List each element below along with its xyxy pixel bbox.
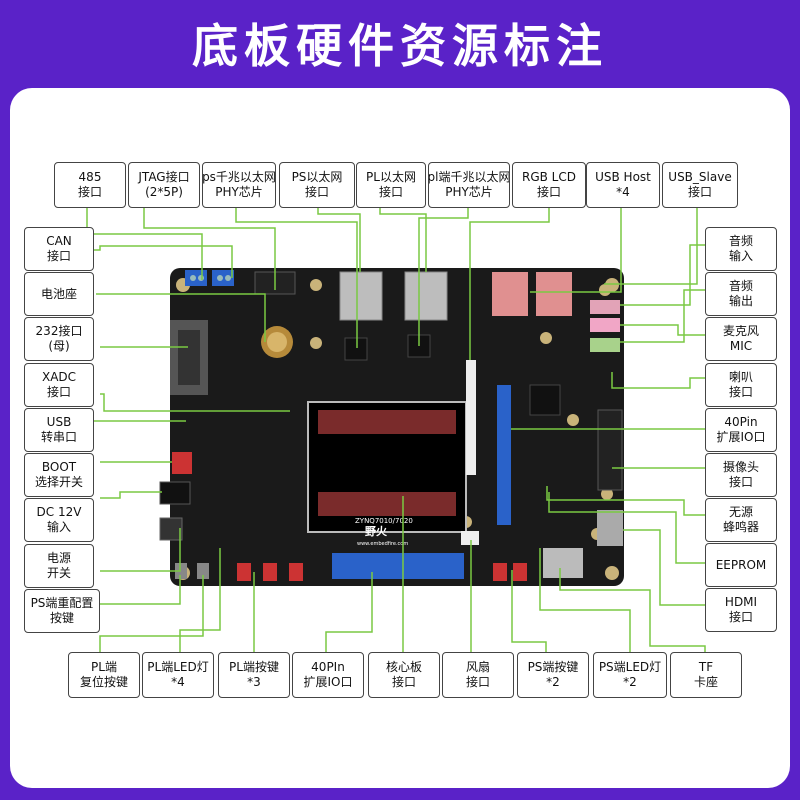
mounting-hole <box>605 566 619 580</box>
label-eeprom: EEPROM <box>705 543 777 587</box>
label-usb-host: USB Host*4 <box>586 162 660 208</box>
ic-chip <box>344 337 368 361</box>
pl-eth-jack <box>404 271 448 321</box>
label-ps-eth: PS以太网接口 <box>279 162 355 208</box>
power-switch <box>159 517 183 541</box>
label-pl-eth: PL以太网接口 <box>356 162 426 208</box>
mounting-hole <box>310 279 322 291</box>
label-ps-key: PS端按键*2 <box>517 652 589 698</box>
label-audio-out: 音频输出 <box>705 272 777 316</box>
pl-reset-key <box>197 563 209 579</box>
mounting-hole <box>567 414 579 426</box>
lcd-ffc-connector <box>466 360 476 475</box>
label-jtag: JTAG接口(2*5P) <box>128 162 200 208</box>
label-fan: 风扇接口 <box>442 652 514 698</box>
mounting-hole <box>310 337 322 349</box>
ps-key <box>493 563 507 581</box>
audio-jack-in <box>590 300 620 314</box>
label-ps-led: PS端LED灯*2 <box>593 652 667 698</box>
label-rs232: 232接口(母) <box>24 317 94 361</box>
dc-jack <box>159 481 191 505</box>
fan-connector <box>461 531 479 545</box>
pl-key <box>289 563 303 581</box>
label-audio-in: 音频输入 <box>705 227 777 271</box>
ps-eth-jack <box>339 271 383 321</box>
label-ps-reconfig: PS端重配置按键 <box>24 589 100 633</box>
ic-chip <box>407 334 431 358</box>
mounting-hole <box>599 284 611 296</box>
page-title: 底板硬件资源标注 <box>192 19 608 73</box>
expansion-header-bottom <box>332 553 464 579</box>
label-pl-led: PL端LED灯*4 <box>142 652 214 698</box>
board-website-text: www.embedfire.com <box>357 541 408 547</box>
label-pl-key: PL端按键*3 <box>218 652 290 698</box>
label-core-board: 核心板接口 <box>368 652 440 698</box>
board-model-text: ZYNQ7010/7020 <box>355 517 413 525</box>
audio-jack-out <box>590 338 620 352</box>
usb-host-port <box>492 272 528 316</box>
pl-key <box>237 563 251 581</box>
expansion-header-right <box>497 385 511 525</box>
audio-jack-mic <box>590 318 620 332</box>
ps-key <box>513 563 527 581</box>
label-pl-reset: PL端复位按键 <box>68 652 140 698</box>
label-power-switch: 电源开关 <box>24 544 94 588</box>
label-buzzer: 无源蜂鸣器 <box>705 498 777 542</box>
board-brand-text: 野火 <box>365 525 388 538</box>
label-speaker: 喇叭接口 <box>705 363 777 407</box>
header: 底板硬件资源标注 <box>0 0 800 86</box>
board-to-board-connector <box>318 492 456 516</box>
board-to-board-connector <box>318 410 456 434</box>
jtag-header <box>254 271 296 295</box>
ps-reconfig-key <box>175 563 187 579</box>
mounting-hole <box>540 332 552 344</box>
label-camera: 摄像头接口 <box>705 453 777 497</box>
camera-header <box>597 409 623 491</box>
boot-switch <box>172 452 192 474</box>
ic-chip <box>529 384 561 416</box>
pl-key <box>263 563 277 581</box>
hdmi-connector <box>597 510 623 546</box>
label-battery: 电池座 <box>24 272 94 316</box>
usb-host-port <box>536 272 572 316</box>
tf-socket <box>543 548 583 578</box>
